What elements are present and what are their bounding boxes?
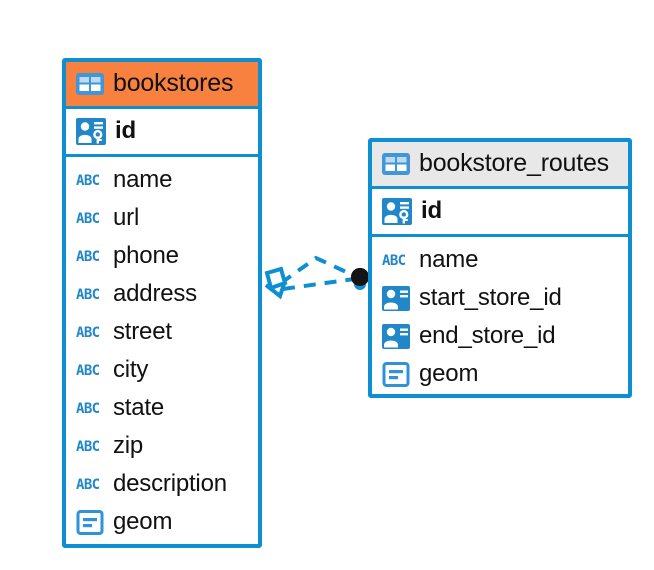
entity-title: bookstores <box>113 69 234 97</box>
field-row[interactable]: end_store_id <box>382 317 618 355</box>
field-label: start_store_id <box>419 284 562 311</box>
field-label: description <box>113 470 227 497</box>
field-label: zip <box>113 432 144 459</box>
table-icon <box>76 72 104 95</box>
field-row[interactable]: ABC city <box>76 351 248 389</box>
abc-text-icon: ABC <box>76 362 104 379</box>
field-row[interactable]: ABC url <box>76 199 248 237</box>
svg-text:ABC: ABC <box>76 287 100 302</box>
svg-text:ABC: ABC <box>76 477 100 492</box>
crows-foot-marker <box>264 266 288 300</box>
entity-title: bookstore_routes <box>419 149 609 177</box>
field-label: geom <box>113 508 173 535</box>
field-label: street <box>113 318 172 345</box>
abc-text-icon: ABC <box>76 172 104 189</box>
abc-text-icon: ABC <box>382 252 410 269</box>
primary-key-icon <box>382 197 412 225</box>
primary-key-row-wrapper: id <box>372 189 628 237</box>
field-label: url <box>113 204 140 231</box>
field-row[interactable]: ABC state <box>76 389 248 427</box>
field-row[interactable]: start_store_id <box>382 279 618 317</box>
primary-key-icon <box>76 117 106 145</box>
table-icon <box>382 152 410 175</box>
field-row[interactable]: ABC name <box>382 241 618 279</box>
entity-bookstores[interactable]: bookstores id <box>62 58 262 548</box>
entity-bookstore-routes[interactable]: bookstore_routes id <box>368 138 632 398</box>
field-row[interactable]: geom <box>76 503 248 541</box>
field-row[interactable]: ABC address <box>76 275 248 313</box>
field-label: address <box>113 280 197 307</box>
field-row[interactable]: geom <box>382 355 618 393</box>
field-label: id <box>421 197 442 224</box>
abc-text-icon: ABC <box>76 400 104 417</box>
svg-text:ABC: ABC <box>76 173 100 188</box>
abc-text-icon: ABC <box>76 438 104 455</box>
field-label: geom <box>419 360 479 387</box>
svg-text:ABC: ABC <box>76 325 100 340</box>
relationship-line-upper <box>279 255 358 285</box>
field-label: name <box>419 246 479 273</box>
abc-text-icon: ABC <box>76 476 104 493</box>
field-label: phone <box>113 242 179 269</box>
svg-text:ABC: ABC <box>76 363 100 378</box>
abc-text-icon: ABC <box>76 210 104 227</box>
svg-text:ABC: ABC <box>76 211 100 226</box>
abc-text-icon: ABC <box>76 286 104 303</box>
foreign-key-icon <box>382 323 410 349</box>
entity-header-bookstores[interactable]: bookstores <box>66 62 258 109</box>
field-row[interactable]: ABC name <box>76 161 248 199</box>
svg-text:ABC: ABC <box>382 253 406 268</box>
entity-header-bookstore-routes[interactable]: bookstore_routes <box>372 142 628 189</box>
abc-text-icon: ABC <box>76 324 104 341</box>
field-label: state <box>113 394 165 421</box>
foreign-key-icon <box>382 285 410 311</box>
field-row[interactable]: ABC description <box>76 465 248 503</box>
relationship-line-lower <box>282 277 355 291</box>
filled-circle-marker <box>351 268 369 290</box>
geometry-icon <box>382 361 410 387</box>
field-row-id[interactable]: id <box>76 112 248 150</box>
svg-text:ABC: ABC <box>76 401 100 416</box>
abc-text-icon: ABC <box>76 248 104 265</box>
svg-text:ABC: ABC <box>76 249 100 264</box>
field-label: name <box>113 166 173 193</box>
field-label: end_store_id <box>419 322 556 349</box>
field-row-id[interactable]: id <box>382 192 618 230</box>
svg-text:ABC: ABC <box>76 439 100 454</box>
field-label: id <box>115 117 136 144</box>
field-row[interactable]: ABC phone <box>76 237 248 275</box>
geometry-icon <box>76 509 104 535</box>
field-row[interactable]: ABC zip <box>76 427 248 465</box>
field-row[interactable]: ABC street <box>76 313 248 351</box>
primary-key-row-wrapper: id <box>66 109 258 157</box>
field-label: city <box>113 356 149 383</box>
